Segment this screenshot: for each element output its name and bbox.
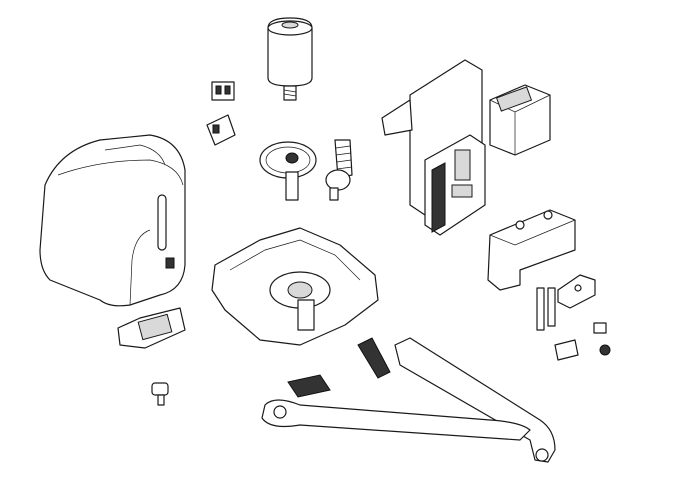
terminal-connectors [206, 81, 236, 146]
electric-motor [267, 17, 313, 101]
bolts [536, 287, 611, 361]
transformer [489, 84, 551, 156]
release-lock [117, 307, 186, 349]
motor-cover [39, 134, 186, 307]
control-board [381, 59, 486, 236]
gear-wheel [259, 141, 317, 201]
fixing-plate [557, 274, 596, 309]
straight-arm [357, 337, 556, 463]
mounting-bracket [487, 209, 576, 291]
key [151, 382, 169, 406]
gearmotor-base [211, 227, 379, 346]
curved-arm [261, 374, 531, 441]
worm-shaft [325, 139, 353, 201]
